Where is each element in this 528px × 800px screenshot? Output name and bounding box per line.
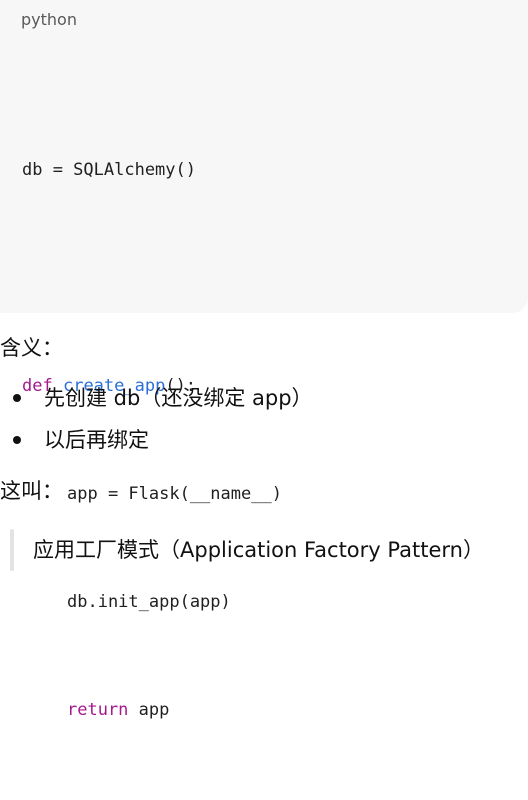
quote-bar bbox=[10, 529, 14, 571]
code-text: app = Flask(__name__) bbox=[67, 484, 282, 504]
list-item: 以后再绑定 bbox=[0, 419, 313, 461]
bullet-dot bbox=[13, 394, 21, 402]
called-label: 这叫： bbox=[0, 479, 63, 503]
code-function-name: create_app bbox=[62, 376, 166, 396]
code-text: db = SQLAlchemy() bbox=[22, 160, 196, 180]
code-line: db = SQLAlchemy() bbox=[22, 152, 282, 188]
blockquote: 应用工厂模式（Application Factory Pattern） bbox=[0, 529, 528, 571]
code-text: (): bbox=[165, 376, 197, 396]
list-item: 先创建 db（还没绑定 app） bbox=[0, 377, 313, 419]
list-item-text: 先创建 db（还没绑定 app） bbox=[44, 386, 313, 410]
quote-text: 应用工厂模式（Application Factory Pattern） bbox=[33, 538, 484, 562]
meaning-label: 含义： bbox=[0, 336, 63, 360]
code-language-label: python bbox=[21, 10, 77, 29]
code-line bbox=[22, 260, 282, 296]
code-text: db.init_app(app) bbox=[67, 592, 231, 612]
bullet-dot bbox=[13, 436, 21, 444]
meaning-list: 先创建 db（还没绑定 app） 以后再绑定 bbox=[0, 377, 313, 461]
code-line: db.init_app(app) bbox=[22, 584, 282, 620]
list-item-text: 以后再绑定 bbox=[44, 428, 149, 452]
code-block: python db = SQLAlchemy() def create_app(… bbox=[0, 0, 528, 720]
code-keyword: def bbox=[22, 376, 53, 396]
code-text: app bbox=[128, 700, 170, 720]
code-keyword: return bbox=[67, 700, 129, 720]
code-line: def create_app(): bbox=[22, 368, 282, 404]
code-line: app = Flask(__name__) bbox=[22, 476, 282, 512]
code-line: return app bbox=[22, 692, 282, 728]
